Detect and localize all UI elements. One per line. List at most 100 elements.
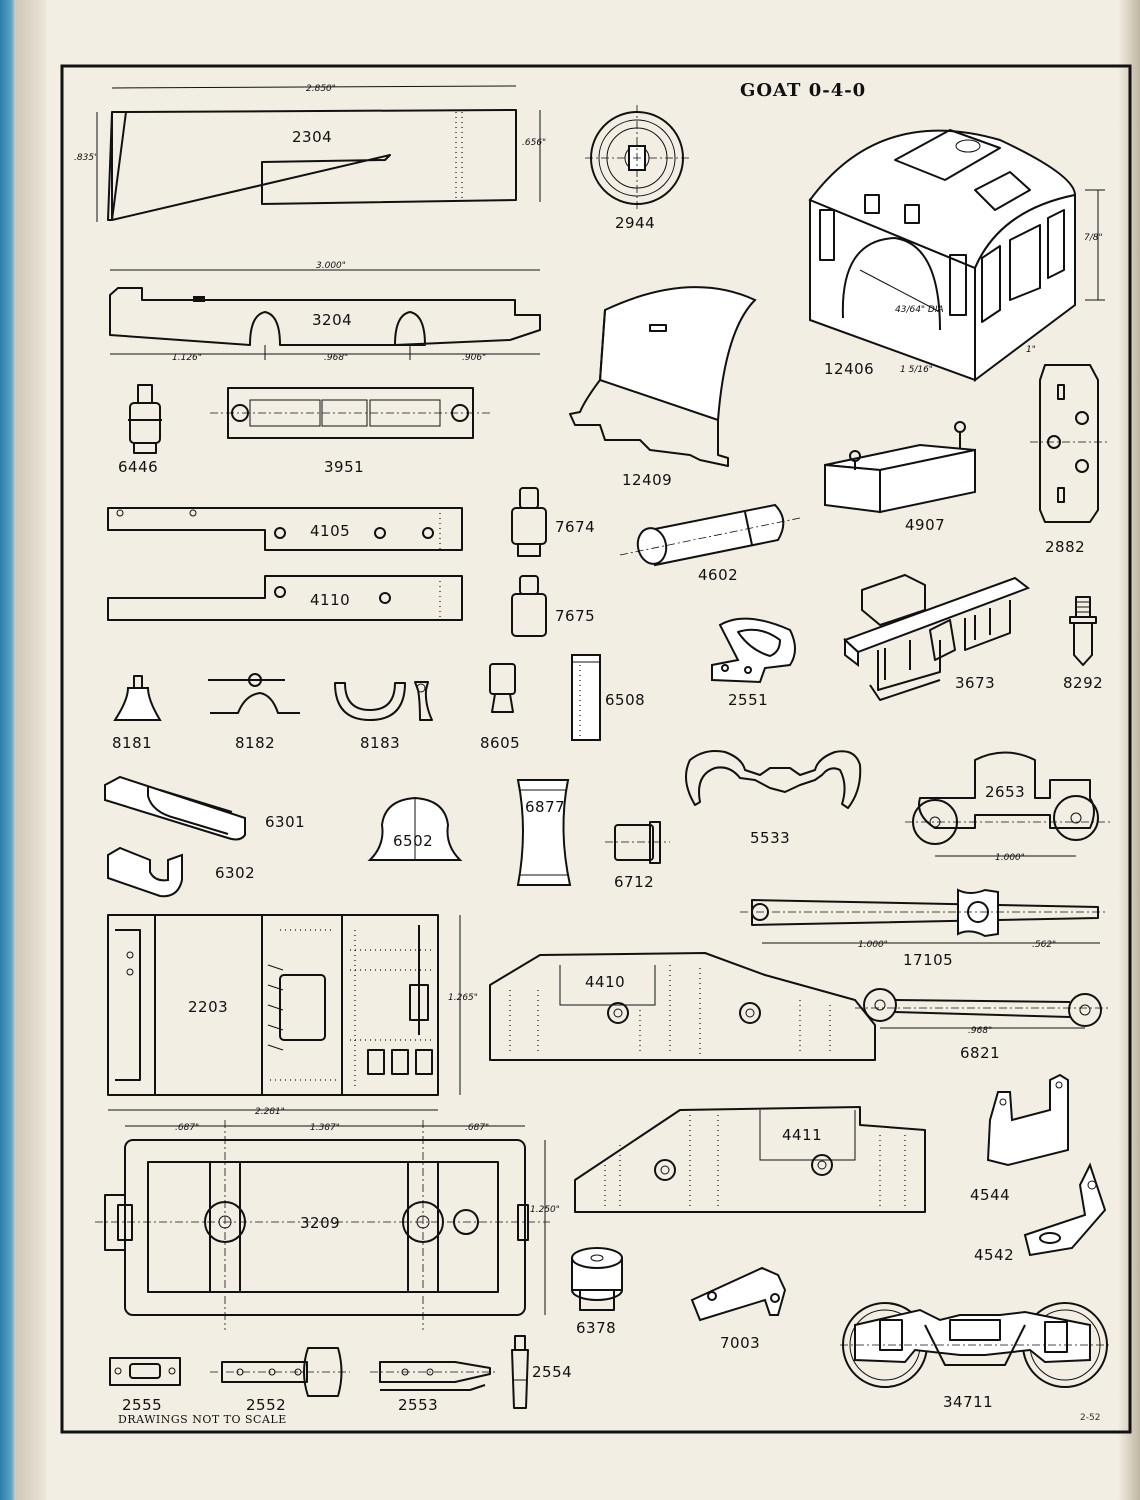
part-3951: 3951 <box>210 387 490 476</box>
label-6302: 6302 <box>215 864 255 882</box>
dim-2203-width: 2.281" <box>255 1107 285 1117</box>
part-6502: 6502 <box>367 796 463 861</box>
dim-3209-b: 1.387" <box>310 1123 340 1133</box>
part-6301: 6301 <box>104 775 305 841</box>
label-4411: 4411 <box>782 1126 822 1144</box>
label-4542: 4542 <box>974 1246 1014 1264</box>
part-7003: 7003 <box>690 1266 787 1352</box>
part-8182: 8182 <box>208 673 300 752</box>
dim-2653: 1.000" <box>995 853 1025 863</box>
label-7675: 7675 <box>555 607 595 625</box>
dim-3204-length: 3.000" <box>316 261 346 271</box>
part-2304: 2.850" .835" .656" 2304 <box>74 84 546 222</box>
label-3209: 3209 <box>300 1214 340 1232</box>
label-8605: 8605 <box>480 734 520 752</box>
dim-12406-dia: 43/64" DIA <box>895 305 944 315</box>
label-4410: 4410 <box>585 973 625 991</box>
part-4110: 4110 <box>107 575 463 621</box>
label-2555: 2555 <box>122 1396 162 1414</box>
label-12406: 12406 <box>824 360 874 378</box>
label-2882: 2882 <box>1045 538 1085 556</box>
label-6821: 6821 <box>960 1044 1000 1062</box>
dim-2203-height: 1.265" <box>448 993 478 1003</box>
label-34711: 34711 <box>943 1393 993 1411</box>
footer-note: DRAWINGS NOT TO SCALE <box>118 1413 287 1426</box>
part-3204: 3.000" 1.126" .968" .906" 3204 <box>109 261 541 363</box>
part-6877: 6877 <box>516 779 572 886</box>
part-3673: 3673 <box>843 574 1031 701</box>
part-17105: 1.000" .562" 17105 <box>740 888 1105 969</box>
label-4907: 4907 <box>905 516 945 534</box>
dim-12406-height: 7/8" <box>1084 233 1103 243</box>
label-12409: 12409 <box>622 471 672 489</box>
part-6302: 6302 <box>107 846 255 898</box>
part-6821: .968" 6821 <box>855 988 1110 1062</box>
dim-2304-length: 2.850" <box>306 84 336 94</box>
label-6446: 6446 <box>118 458 158 476</box>
part-7674: 7674 <box>511 487 595 557</box>
dim-17105-b: .562" <box>1032 940 1056 950</box>
part-4602: 4602 <box>619 503 801 584</box>
label-2304: 2304 <box>292 128 332 146</box>
label-4544: 4544 <box>970 1186 1010 1204</box>
dim-3204-c: .906" <box>462 353 486 363</box>
dim-3209-height: 1.250" <box>530 1205 560 1215</box>
label-4602: 4602 <box>698 566 738 584</box>
label-8183: 8183 <box>360 734 400 752</box>
part-2553: 2553 <box>370 1361 495 1414</box>
label-6502: 6502 <box>393 832 433 850</box>
part-2551: 2551 <box>711 617 796 709</box>
label-3951: 3951 <box>324 458 364 476</box>
part-4105: 4105 <box>107 507 463 551</box>
part-7675: 7675 <box>511 575 595 637</box>
part-8183: 8183 <box>334 681 433 752</box>
label-2944: 2944 <box>615 214 655 232</box>
part-12406: 7/8" 43/64" DIA 1 5/16" 1" 12406 <box>808 129 1105 382</box>
part-8181: 8181 <box>112 675 162 752</box>
part-12409: 12409 <box>569 286 757 489</box>
sheet-title: GOAT 0-4-0 <box>740 80 866 101</box>
page-gutter <box>16 0 46 1500</box>
part-4907: 4907 <box>824 421 976 534</box>
part-4542: 4542 <box>974 1162 1107 1264</box>
label-2552: 2552 <box>246 1396 286 1414</box>
sheet-border <box>60 64 1132 1434</box>
dim-2304-height: .835" <box>74 153 98 163</box>
label-5533: 5533 <box>750 829 790 847</box>
dim-12406-width: 1 5/16" <box>900 365 933 375</box>
label-6712: 6712 <box>614 873 654 891</box>
label-4110: 4110 <box>310 591 350 609</box>
label-3204: 3204 <box>312 311 352 329</box>
label-7003: 7003 <box>720 1334 760 1352</box>
binder-edge <box>0 0 16 1500</box>
part-3209: .687" 1.387" .687" 1.250" 3209 <box>95 1120 560 1330</box>
label-6508: 6508 <box>605 691 645 709</box>
dim-6821: .968" <box>968 1026 992 1036</box>
dim-17105-a: 1.000" <box>858 940 888 950</box>
label-2551: 2551 <box>728 691 768 709</box>
part-2554: 2554 <box>511 1335 572 1409</box>
dim-2304-right: .656" <box>522 138 546 148</box>
part-2882: 2882 <box>1030 364 1110 556</box>
part-2555: 2555 <box>109 1357 181 1414</box>
label-2653: 2653 <box>985 783 1025 801</box>
part-4410: 4410 <box>489 952 876 1061</box>
part-4544: 4544 <box>970 1073 1069 1204</box>
dim-3209-c: .687" <box>465 1123 489 1133</box>
label-6301: 6301 <box>265 813 305 831</box>
part-6446: 6446 <box>118 384 162 476</box>
label-4105: 4105 <box>310 522 350 540</box>
label-7674: 7674 <box>555 518 595 536</box>
label-8181: 8181 <box>112 734 152 752</box>
part-2203: 1.265" 2.281" 2203 <box>107 914 478 1117</box>
label-2554: 2554 <box>532 1363 572 1381</box>
label-2553: 2553 <box>398 1396 438 1414</box>
part-6378: 6378 <box>571 1247 623 1337</box>
page-number: 2-52 <box>1080 1413 1100 1423</box>
dim-3204-a: 1.126" <box>172 353 202 363</box>
part-8292: 8292 <box>1063 596 1103 692</box>
part-2653: 1.000" 2653 <box>905 751 1110 863</box>
dim-3204-b: .968" <box>324 353 348 363</box>
